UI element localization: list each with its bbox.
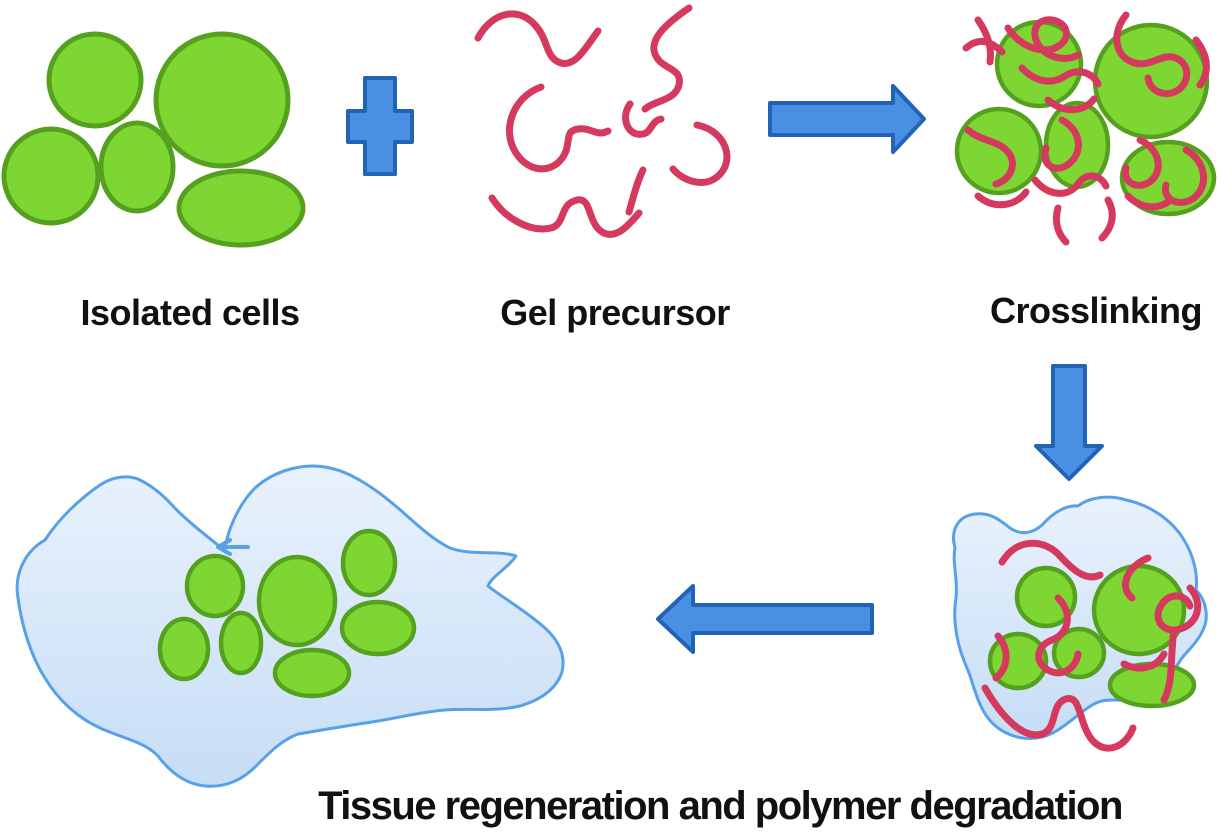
arrow-down-icon xyxy=(1034,364,1104,481)
polymer-strand xyxy=(1018,64,1102,88)
isolated-cells-label: Isolated cells xyxy=(80,292,300,333)
cell xyxy=(339,599,417,657)
polymer-strand xyxy=(962,37,1006,56)
crosslinked-cluster xyxy=(954,11,1217,246)
polymer-strand xyxy=(1035,594,1082,677)
cell xyxy=(272,647,352,699)
arrow-right-icon xyxy=(768,84,926,154)
gel-precursor-label: Gel precursor xyxy=(500,292,730,333)
degrading-gel-blob xyxy=(952,495,1208,752)
crosslinking-label: Crosslinking xyxy=(989,290,1203,331)
polymer-strand xyxy=(1120,650,1168,672)
polymer-strand xyxy=(641,4,693,113)
polymer-strand xyxy=(974,188,1030,209)
tissue-gel-blob xyxy=(15,464,565,788)
polymer-strand xyxy=(1041,116,1082,172)
polymer-strand xyxy=(992,632,1010,682)
plus-icon xyxy=(346,76,414,176)
polymer-strand xyxy=(1192,36,1210,89)
blob-notch-tick xyxy=(216,538,250,556)
isolated-cells-cluster xyxy=(1,31,306,248)
polymer-strand xyxy=(1044,95,1098,114)
polymer-strand xyxy=(669,121,731,186)
polymer-strand xyxy=(1154,584,1202,634)
polymer-strand xyxy=(1122,554,1152,602)
arrow-left-icon xyxy=(656,584,874,654)
cell xyxy=(157,616,211,682)
tissue-regeneration-label: Tissue regeneration and polymer degradat… xyxy=(318,784,1123,828)
polymer-strand xyxy=(1113,11,1191,97)
cell xyxy=(218,610,264,676)
polymer-strand xyxy=(1161,146,1208,206)
polymer-strand xyxy=(964,126,1016,188)
polymer-strand xyxy=(488,194,643,238)
polymer-strand xyxy=(1121,136,1162,189)
polymer-strand xyxy=(1160,626,1178,704)
cell xyxy=(954,106,1044,196)
cell xyxy=(98,120,176,214)
cell xyxy=(46,31,144,129)
polymer-strand xyxy=(981,684,1137,752)
cell xyxy=(176,168,306,248)
cell xyxy=(1107,661,1197,709)
polymer-strand xyxy=(622,100,665,138)
polymer-strand xyxy=(1031,172,1110,197)
polymer-strand xyxy=(1124,192,1172,211)
cell xyxy=(1014,565,1078,629)
cell xyxy=(184,553,246,619)
polymer-strand xyxy=(1004,16,1082,62)
cell xyxy=(1,126,101,226)
polymer-strand xyxy=(998,539,1104,581)
polymer-strand xyxy=(974,16,994,66)
cell xyxy=(340,528,398,598)
polymer-strand xyxy=(506,83,612,173)
cell xyxy=(256,554,338,648)
polymer-strand xyxy=(1052,204,1070,246)
cell xyxy=(153,31,291,169)
polymer-strand xyxy=(474,10,602,67)
polymer-strand xyxy=(625,166,647,216)
polymer-strand xyxy=(1098,196,1116,242)
gel-precursor-strands xyxy=(474,4,731,238)
